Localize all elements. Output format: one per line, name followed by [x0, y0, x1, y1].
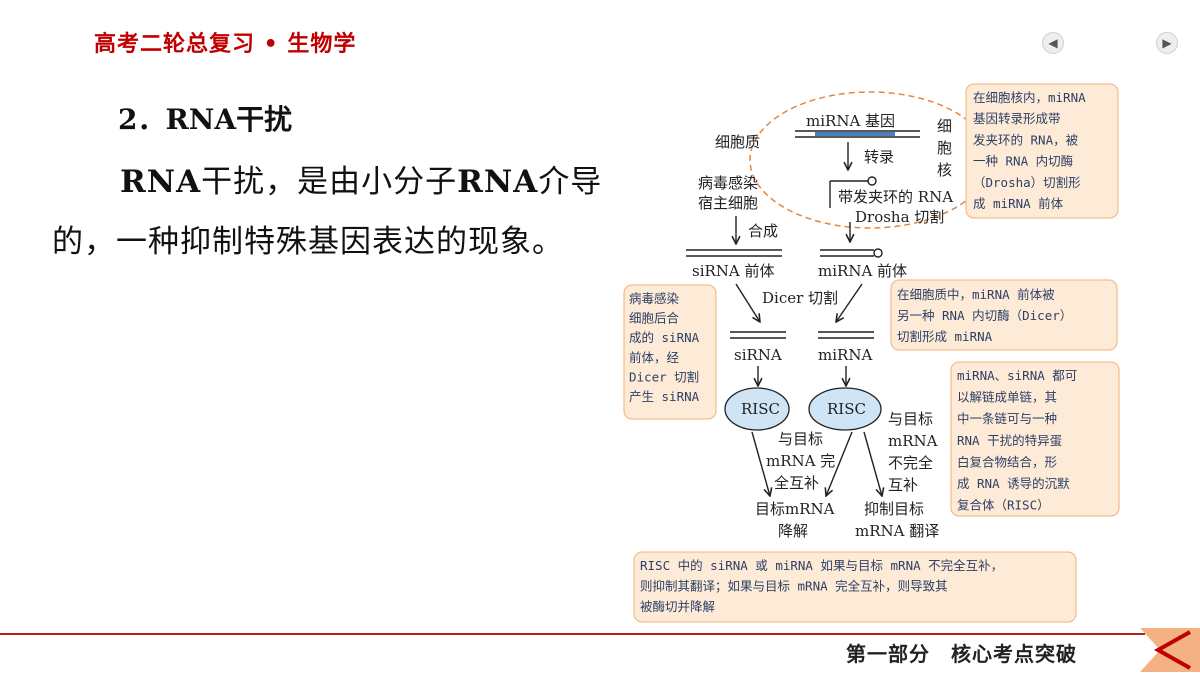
nucleus-label-3: 核	[937, 161, 952, 179]
mirna-label: miRNA	[818, 346, 872, 364]
note5-line: 则抑制其翻译；如果与目标 mRNA 完全互补，则导致其	[640, 579, 948, 594]
inhibit-2: mRNA 翻译	[855, 522, 939, 540]
note2-line: 切割形成 miRNA	[897, 329, 993, 344]
left-risc-degrade-arrow	[751, 431, 770, 496]
full-comp-2: mRNA 完	[766, 452, 835, 470]
note3-line: 前体，经	[629, 350, 680, 365]
para-part2: 介导的，一种抑制特殊基因表达的现象。	[52, 164, 603, 260]
cytoplasm-label: 细胞质	[715, 133, 760, 151]
para-bold-rna: RNA	[120, 164, 202, 200]
risc-right-label: RISC	[827, 400, 866, 418]
note1-line: 在细胞核内，miRNA	[973, 90, 1086, 105]
degrade-2: 降解	[778, 522, 808, 540]
drosha-label: Drosha 切割	[855, 208, 944, 226]
virus-label-1: 病毒感染	[698, 174, 758, 192]
body-paragraph: RNA干扰，是由小分子RNA介导的，一种抑制特殊基因表达的现象。	[52, 152, 612, 272]
note4-line: 中一条链可与一种	[957, 411, 1057, 426]
dicer-label: Dicer 切割	[762, 289, 838, 307]
prev-arrow-icon[interactable]: ◀	[1042, 32, 1064, 54]
note4-line: 白复合物结合，形	[957, 454, 1058, 469]
note-box-3	[623, 284, 717, 420]
partial-comp-2: mRNA	[888, 432, 938, 450]
para-bold-rna-2: RNA	[457, 164, 539, 200]
risc-right	[808, 387, 882, 431]
footer-divider	[0, 633, 1145, 635]
dicer-arrow-right	[836, 283, 863, 322]
degrade-1: 目标mRNA	[755, 500, 835, 518]
hairpin-loop	[867, 176, 877, 186]
note-5-text: RISC 中的 siRNA 或 miRNA 如果与目标 mRNA 不完全互补， 则…	[640, 558, 1003, 614]
note1-line: 一种 RNA 内切酶	[973, 154, 1073, 169]
note-box-4	[950, 361, 1120, 517]
partial-comp-1: 与目标	[888, 410, 933, 428]
sirna-label: siRNA	[734, 346, 782, 364]
note4-line: 复合体（RISC）	[957, 498, 1050, 513]
note1-line: （Drosha）切割形	[973, 175, 1081, 190]
dicer-arrow-left	[735, 283, 760, 322]
note1-line: 基因转录形成带	[973, 111, 1061, 126]
risc-left	[724, 387, 790, 431]
partial-comp-3: 不完全	[888, 454, 933, 472]
note1-line: 发夹环的 RNA，被	[973, 132, 1079, 147]
para-part1: 干扰，是由小分子	[201, 164, 458, 200]
next-arrow-icon[interactable]: ▶	[1156, 32, 1178, 54]
sirna-precursor-label: siRNA 前体	[692, 262, 775, 280]
section-heading: 2．RNA干扰	[118, 103, 293, 136]
nucleus-label-1: 细	[937, 117, 952, 135]
mirna-precursor-label: miRNA 前体	[818, 262, 907, 280]
virus-label-2: 宿主细胞	[698, 194, 758, 212]
note2-line: 另一种 RNA 内切酶（Dicer）	[897, 308, 1072, 323]
note4-line: 以解链成单链，其	[957, 390, 1057, 405]
inhibit-1: 抑制目标	[864, 500, 924, 518]
mirna-precursor-loop	[873, 248, 883, 258]
note1-line: 成 miRNA 前体	[973, 196, 1064, 211]
note3-line: 病毒感染	[629, 291, 680, 306]
note-box-1	[965, 83, 1119, 219]
mirna-gene-label: miRNA 基因	[806, 112, 895, 130]
footer-chevron-bg	[1140, 628, 1200, 672]
note2-line: 在细胞质中，miRNA 前体被	[897, 287, 1055, 302]
transcription-label: 转录	[864, 148, 894, 166]
note4-line: RNA 干扰的特异蛋	[957, 433, 1062, 448]
note5-line: RISC 中的 siRNA 或 miRNA 如果与目标 mRNA 不完全互补，	[640, 558, 1003, 573]
note5-line: 被酶切并降解	[640, 599, 715, 614]
header-title: 高考二轮总复习 • 生物学	[94, 32, 357, 57]
partial-comp-4: 互补	[888, 476, 918, 494]
note4-line: miRNA、siRNA 都可	[957, 368, 1077, 383]
note4-line: 成 RNA 诱导的沉默	[957, 476, 1070, 491]
note3-line: 产生 siRNA	[629, 389, 700, 404]
footer-chevron-icon	[1153, 630, 1191, 670]
right-risc-degrade-arrow	[826, 431, 853, 496]
note-box-5	[633, 551, 1077, 623]
note-box-2	[890, 279, 1118, 351]
full-comp-3: 全互补	[774, 474, 819, 492]
footer-section-label: 第一部分 核心考点突破	[846, 642, 1077, 666]
right-risc-inhibit-arrow	[863, 431, 882, 496]
hairpin-label: 带发夹环的 RNA	[838, 188, 953, 206]
synthesis-label: 合成	[748, 222, 778, 240]
full-comp-1: 与目标	[778, 430, 823, 448]
note3-line: Dicer 切割	[629, 369, 699, 384]
note3-line: 细胞后合	[629, 311, 680, 326]
nucleus-label-2: 胞	[937, 139, 952, 157]
risc-left-label: RISC	[741, 400, 780, 418]
note3-line: 成的 siRNA	[629, 330, 700, 345]
